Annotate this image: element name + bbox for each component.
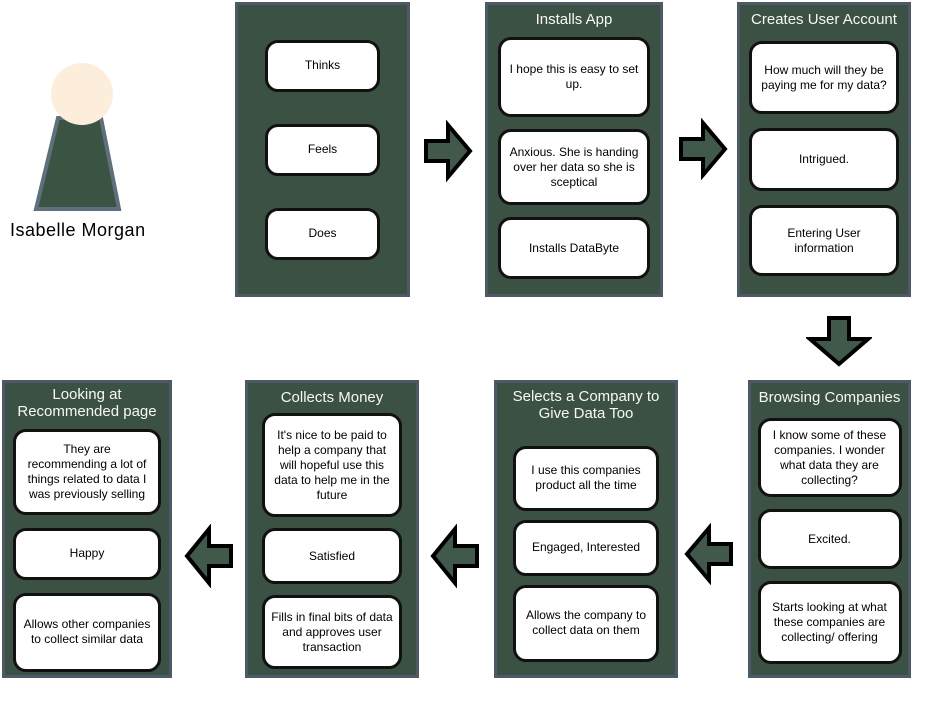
- stage-title: Selects a Company to Give Data Too: [512, 388, 660, 423]
- feels-card: Happy: [13, 527, 161, 580]
- stage-panel-collects-money: Collects Money It's nice to be paid to h…: [245, 380, 419, 678]
- stage-panel-browsing-companies: Browsing Companies I know some of these …: [748, 380, 911, 678]
- stage-panel-row-labels: Thinks Feels Does: [235, 2, 410, 297]
- arrow-down-to-browsing: [806, 316, 872, 367]
- feels-card: Satisfied: [262, 528, 402, 585]
- does-card: Allows the company to collect data on th…: [513, 584, 659, 662]
- stage-panel-creates-user-account: Creates User Account How much will they …: [737, 2, 911, 297]
- thinks-card: I know some of these companies. I wonder…: [757, 418, 902, 498]
- stage-title: Browsing Companies: [758, 389, 901, 406]
- feels-card: Excited.: [757, 509, 902, 570]
- feels-card: Anxious. She is handing over her data so…: [498, 129, 650, 206]
- does-card: Installs DataByte: [498, 217, 650, 280]
- arrow-left-to-collects-money: [430, 524, 479, 588]
- arrow-left-to-selects-company: [684, 523, 733, 585]
- thinks-card: I use this companies product all the tim…: [513, 445, 659, 511]
- stage-title: Installs App: [535, 11, 613, 28]
- row-label-thinks: Thinks: [265, 39, 380, 92]
- thinks-card: I hope this is easy to set up.: [498, 37, 650, 118]
- stage-panel-recommended-page: Looking at Recommended page They are rec…: [2, 380, 172, 678]
- stage-title: Looking at Recommended page: [17, 386, 157, 421]
- persona-name: Isabelle Morgan: [10, 220, 146, 240]
- thinks-card: How much will they be paying me for my d…: [749, 41, 899, 115]
- does-card: Entering User information: [749, 205, 899, 277]
- persona-figure: [33, 63, 122, 211]
- row-label-feels: Feels: [265, 123, 380, 176]
- arrow-right-to-installs-app: [424, 120, 473, 182]
- stage-panel-installs-app: Installs App I hope this is easy to set …: [485, 2, 663, 297]
- thinks-card: They are recommending a lot of things re…: [13, 428, 161, 515]
- does-card: Starts looking at what these companies a…: [757, 581, 902, 665]
- does-card: Allows other companies to collect simila…: [13, 592, 161, 672]
- feels-card: Engaged, Interested: [513, 519, 659, 576]
- stage-title: Creates User Account: [751, 11, 897, 28]
- stage-title: Collects Money: [280, 389, 384, 406]
- stage-panel-selects-company: Selects a Company to Give Data Too I use…: [494, 380, 678, 678]
- persona-body-shape: [33, 116, 122, 211]
- row-label-does: Does: [265, 207, 380, 260]
- does-card: Fills in final bits of data and approves…: [262, 595, 402, 670]
- feels-card: Intrigued.: [749, 128, 899, 192]
- thinks-card: It's nice to be paid to help a company t…: [262, 413, 402, 518]
- arrow-left-to-recommended-page: [184, 524, 233, 588]
- arrow-right-to-creates-account: [679, 118, 728, 180]
- persona-head-shape: [51, 63, 113, 125]
